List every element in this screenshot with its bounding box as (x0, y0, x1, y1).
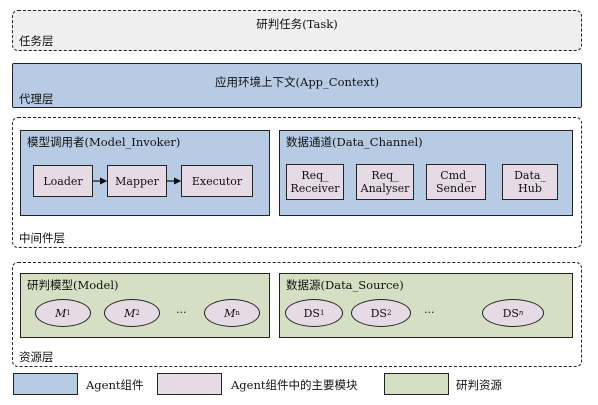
task-layer-label: 任务层 (19, 34, 54, 48)
task-layer: 研判任务(Task) 任务层 (12, 10, 582, 51)
legend-label-agent-component: Agent组件 (86, 378, 144, 392)
legend-label-resource: 研判资源 (456, 378, 502, 392)
task-content: 研判任务(Task) (256, 17, 338, 31)
legend-swatch-main-module (157, 373, 222, 395)
resource-layer-label: 资源层 (19, 350, 54, 364)
legend-label-main-module: Agent组件中的主要模块 (231, 378, 358, 392)
executor-module: Executor (181, 165, 253, 197)
data-source-title: 数据源(Data_Source) (286, 278, 404, 292)
mapper-module: Mapper (107, 165, 167, 197)
data-channel-title: 数据通道(Data_Channel) (286, 135, 423, 149)
middleware-layer-label: 中间件层 (19, 231, 65, 245)
cmd-sender-module: Cmd_ Sender (426, 164, 486, 200)
loader-module: Loader (33, 165, 93, 197)
proxy-content: 应用环境上下文(App_Context) (215, 75, 379, 89)
model-invoker-title: 模型调用者(Model_Invoker) (27, 135, 181, 149)
req-receiver-module: Req_ Receiver (286, 164, 344, 200)
data-hub-module: Data_ Hub (502, 164, 558, 200)
req-analyser-module: Req_ Analyser (356, 164, 414, 200)
legend-swatch-agent-component (13, 373, 78, 395)
model-ellipsis: ··· (176, 306, 187, 319)
model-title: 研判模型(Model) (27, 278, 119, 292)
data-source-ellipsis: ··· (424, 306, 435, 319)
proxy-layer: 应用环境上下文(App_Context) 代理层 (12, 63, 582, 108)
legend-swatch-resource (384, 373, 449, 395)
proxy-layer-label: 代理层 (19, 92, 54, 106)
